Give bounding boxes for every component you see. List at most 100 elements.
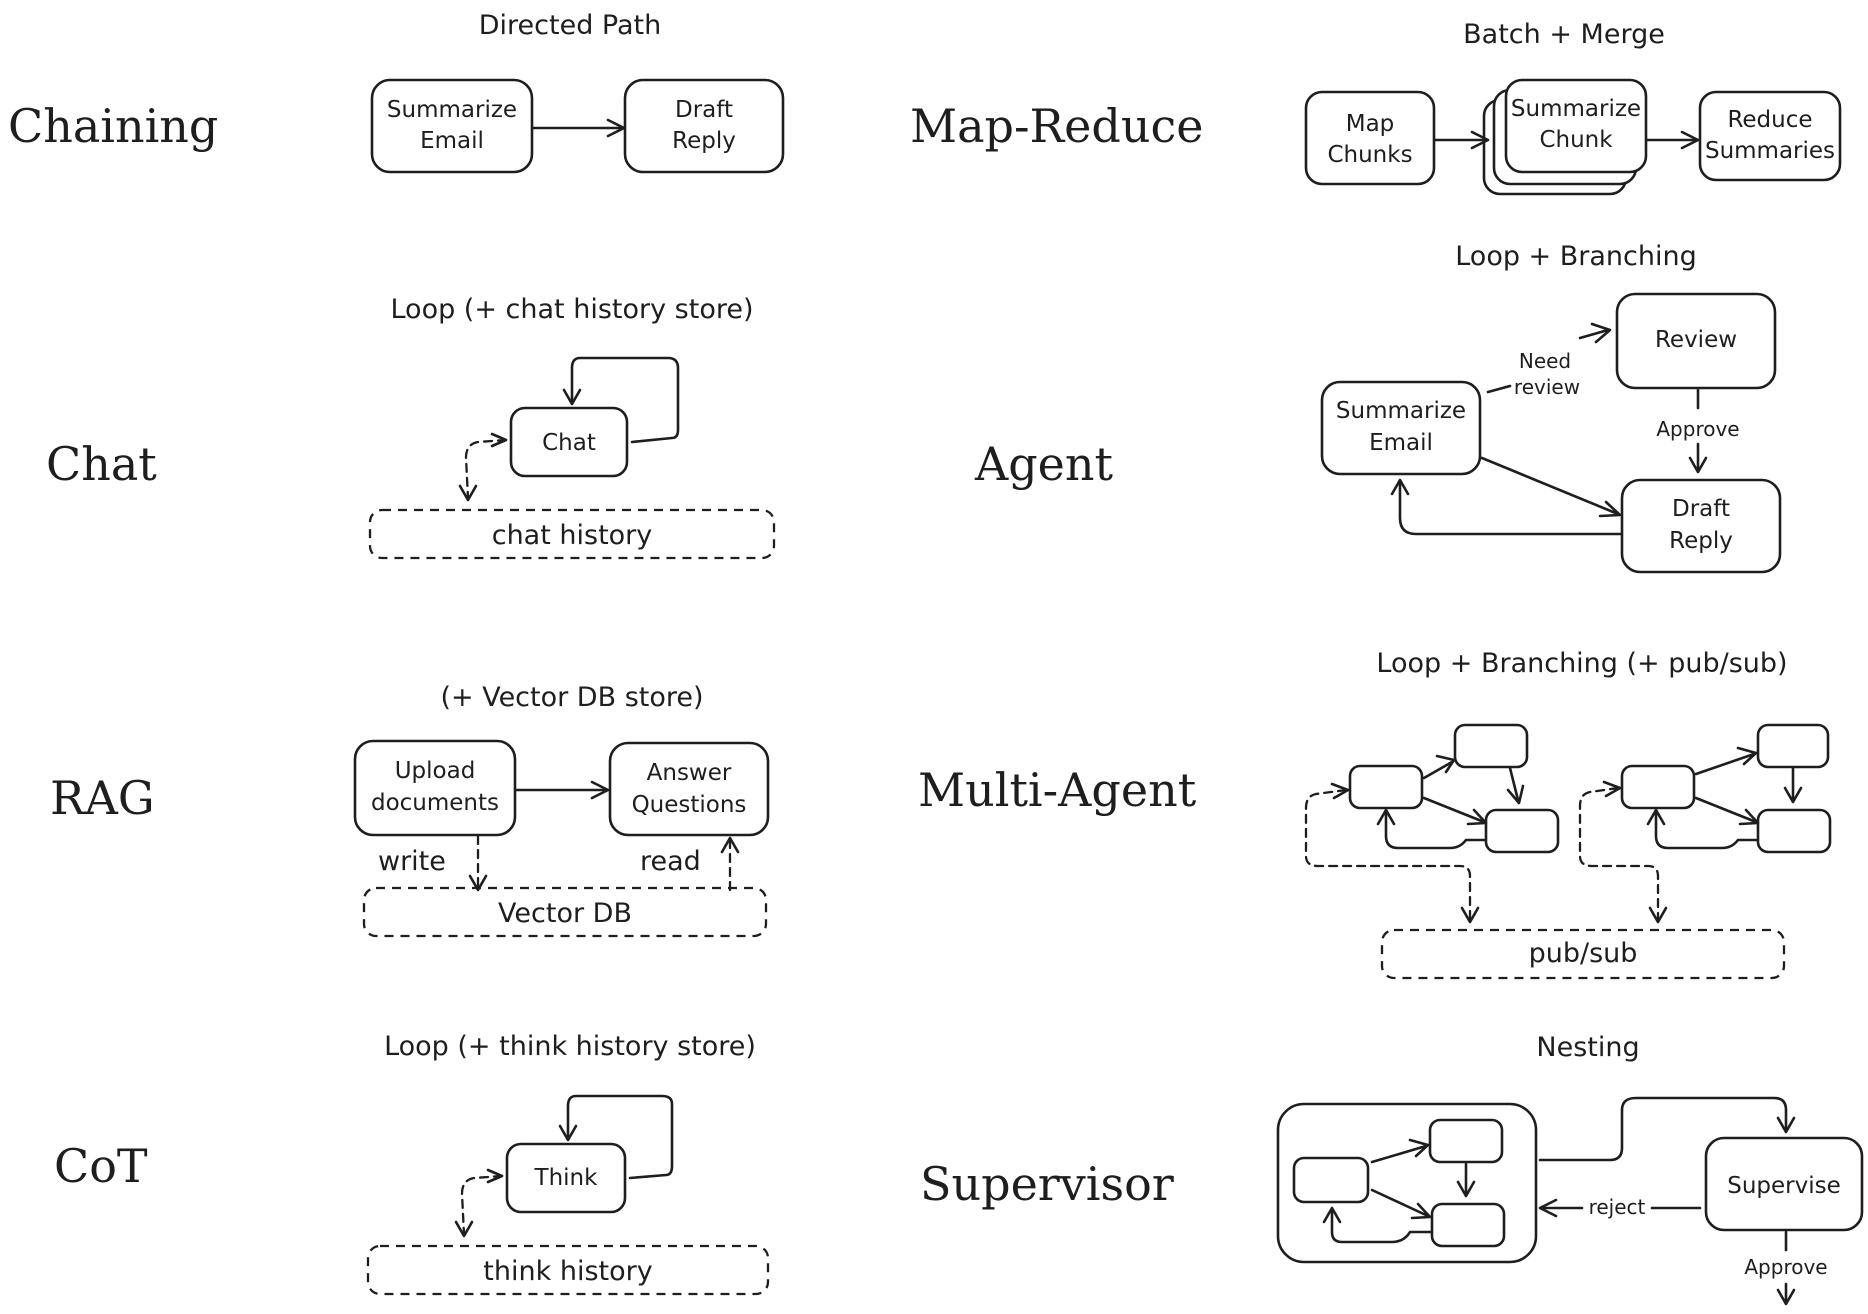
chaining-diagram: Summarize Email Draft Reply [370, 78, 785, 174]
agent-a-node-1 [1348, 764, 1424, 810]
node-think-label: Think [534, 1165, 599, 1191]
edge-a-2-3 [1508, 766, 1520, 802]
node-draft-reply [623, 78, 785, 174]
arrowhead-icon [720, 836, 740, 854]
arrowhead-icon [562, 388, 582, 406]
arrowhead-icon [468, 874, 488, 892]
store-chat-history-label: chat history [492, 520, 653, 551]
node-answer-line2: Questions [632, 792, 747, 818]
arrowhead-icon [454, 1220, 474, 1238]
arrowhead-icon [1738, 808, 1760, 826]
store-pubsub-label: pub/sub [1529, 938, 1638, 969]
node-agent-summarize-line2: Email [1369, 430, 1433, 456]
arrowhead-icon [1646, 808, 1666, 826]
node-agent-summarize-email [1320, 380, 1482, 476]
node-reduce-line2: Summaries [1705, 138, 1835, 164]
arrowhead-icon [1435, 754, 1456, 774]
node-map-chunks [1304, 90, 1436, 186]
arrowhead-icon [1322, 1206, 1342, 1224]
edge-think-loop [566, 1094, 674, 1180]
supervisor-diagram: Supervise reject Approve [1276, 1096, 1864, 1306]
edge-n-1-2 [1370, 1144, 1428, 1164]
node-answer-questions [608, 741, 770, 837]
node-summarize-email [370, 78, 534, 174]
node-summarize-chunk-line2: Chunk [1539, 127, 1613, 153]
multi-agent-diagram: pub/sub [1304, 723, 1832, 980]
arrowhead-icon [1776, 1116, 1796, 1134]
node-upload-line1: Upload [395, 758, 476, 784]
node-agent-draft-line2: Reply [1669, 528, 1733, 554]
arrowhead-icon [1410, 1202, 1432, 1220]
title-agent: Agent [974, 437, 1114, 491]
label-write: write [378, 846, 446, 877]
arrowhead-icon [486, 1168, 504, 1184]
map-reduce-diagram: Map Chunks Summarize Chunk Reduce Summar… [1304, 78, 1842, 196]
label-approve: Approve [1656, 417, 1739, 441]
arrowhead-icon [1783, 786, 1803, 804]
edge-chat-to-history [464, 438, 508, 500]
store-vector-db-label: Vector DB [498, 898, 632, 929]
caption-map-reduce: Batch + Merge [1463, 19, 1665, 50]
arrowhead-icon [1688, 456, 1708, 474]
arrowhead-icon [1590, 322, 1612, 344]
store-pubsub [1380, 928, 1786, 980]
arrowhead-icon [558, 1124, 578, 1142]
nested-node-1 [1292, 1156, 1370, 1204]
title-supervisor: Supervisor [920, 1157, 1174, 1211]
store-think-history [366, 1244, 770, 1296]
caption-cot: Loop (+ think history store) [384, 1031, 756, 1062]
label-supervisor-approve: Approve [1744, 1255, 1827, 1279]
node-supervise-label: Supervise [1727, 1173, 1841, 1199]
node-draft-reply-line2: Reply [672, 128, 736, 154]
agent-a-node-3 [1484, 808, 1560, 854]
edge-summarize-to-draft [1480, 456, 1620, 516]
nested-node-3 [1430, 1202, 1506, 1248]
title-map-reduce: Map-Reduce [910, 99, 1203, 153]
node-reduce-summaries [1698, 90, 1842, 182]
node-summarize-chunk [1504, 78, 1648, 174]
edge-b-1-3 [1694, 796, 1758, 824]
edge-need-review-part1 [1486, 384, 1512, 394]
node-review-label: Review [1655, 327, 1737, 353]
node-agent-draft-reply [1620, 478, 1782, 574]
edge-a-to-pubsub [1304, 788, 1472, 924]
edge-a-1-3 [1422, 796, 1486, 824]
caption-supervisor: Nesting [1536, 1032, 1639, 1063]
caption-rag: (+ Vector DB store) [440, 682, 703, 713]
caption-chat: Loop (+ chat history store) [390, 294, 753, 325]
edge-think-to-history [460, 1174, 504, 1236]
agent-b-node-3 [1756, 808, 1832, 854]
node-chat [509, 406, 629, 478]
arrowhead-icon [1602, 780, 1622, 798]
arrowhead-icon [1470, 130, 1490, 150]
arrowhead-icon [1456, 1180, 1476, 1198]
node-review [1615, 292, 1777, 390]
node-summarize-chunk-line1: Summarize [1511, 96, 1641, 122]
arrowhead-icon [490, 432, 508, 448]
agent-b-node-2 [1756, 723, 1830, 769]
arrowhead-icon [1776, 1288, 1796, 1306]
edge-n-1-3 [1370, 1188, 1430, 1218]
arrowhead-icon [1330, 782, 1350, 800]
edge-b-1-2 [1694, 752, 1756, 776]
arrowhead-icon [1680, 130, 1700, 150]
edge-a-3-back-1 [1384, 810, 1486, 850]
title-rag: RAG [50, 771, 155, 825]
arrowhead-icon [1466, 808, 1488, 826]
store-chat-history [368, 508, 776, 560]
store-vector-db [362, 886, 768, 938]
node-upload-line2: documents [371, 790, 499, 816]
edge-b-3-back-1 [1654, 810, 1758, 850]
title-cot: CoT [54, 1139, 148, 1193]
node-map-line2: Chunks [1327, 142, 1412, 168]
node-summarize-email-line2: Email [420, 128, 484, 154]
arrowhead-icon [1598, 500, 1622, 518]
agent-b-node-1 [1620, 764, 1696, 810]
label-need-review: review [1514, 375, 1580, 399]
arrowhead-icon [606, 118, 626, 138]
caption-chaining: Directed Path [479, 10, 662, 41]
label-reject: reject [1589, 1195, 1646, 1219]
edge-draft-back-to-summarize [1398, 480, 1622, 536]
label-need: Need [1519, 349, 1571, 373]
